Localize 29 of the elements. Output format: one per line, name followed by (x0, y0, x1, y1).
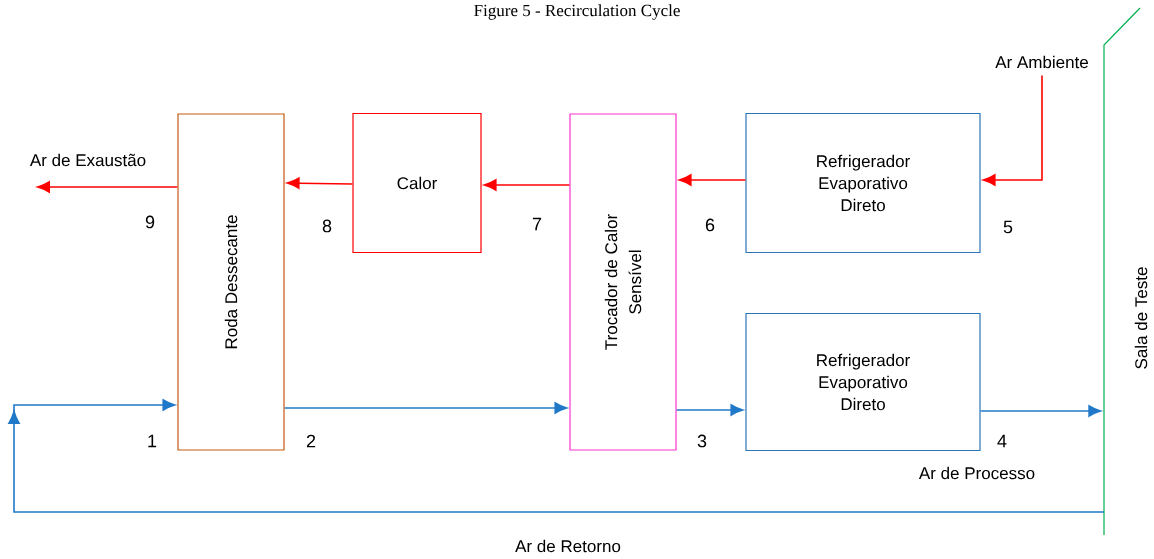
edge-label: Ar de Exaustão (28, 152, 148, 168)
arrow (37, 181, 179, 193)
arrow (675, 404, 744, 416)
arrow (979, 405, 1102, 417)
point-number: 6 (705, 218, 715, 232)
point-number: 1 (148, 434, 157, 448)
point-number: 5 (1003, 220, 1013, 234)
wheel-box: Roda Dessecante (177, 113, 285, 451)
air-label: Ar Ambiente (995, 55, 1088, 69)
exchanger-box: Trocador de Calor Sensível (569, 113, 677, 451)
heater-box: Calor (352, 112, 482, 254)
room-wall: Sala de Teste (1103, 7, 1148, 536)
arrow (982, 74, 1043, 186)
arrow (286, 177, 354, 189)
edge-label: Ar de Processo (917, 465, 1037, 481)
cooler-box: Refrigerador Evaporativo Direto (745, 312, 981, 452)
figure-title: Figure 5 - Recirculation Cycle (474, 4, 680, 20)
point-number: 2 (306, 434, 316, 448)
arrow (483, 179, 571, 191)
cooler-box: Refrigerador Evaporativo Direto (745, 112, 981, 254)
arrow (678, 174, 747, 186)
point-number: 8 (322, 219, 332, 233)
arrow (8, 399, 1105, 513)
arrow (283, 402, 568, 414)
edge-label: Ar de Retorno (514, 538, 622, 554)
point-number: 9 (145, 215, 155, 229)
point-number: 4 (997, 434, 1007, 448)
point-number: 7 (532, 217, 542, 231)
point-number: 3 (697, 434, 707, 448)
